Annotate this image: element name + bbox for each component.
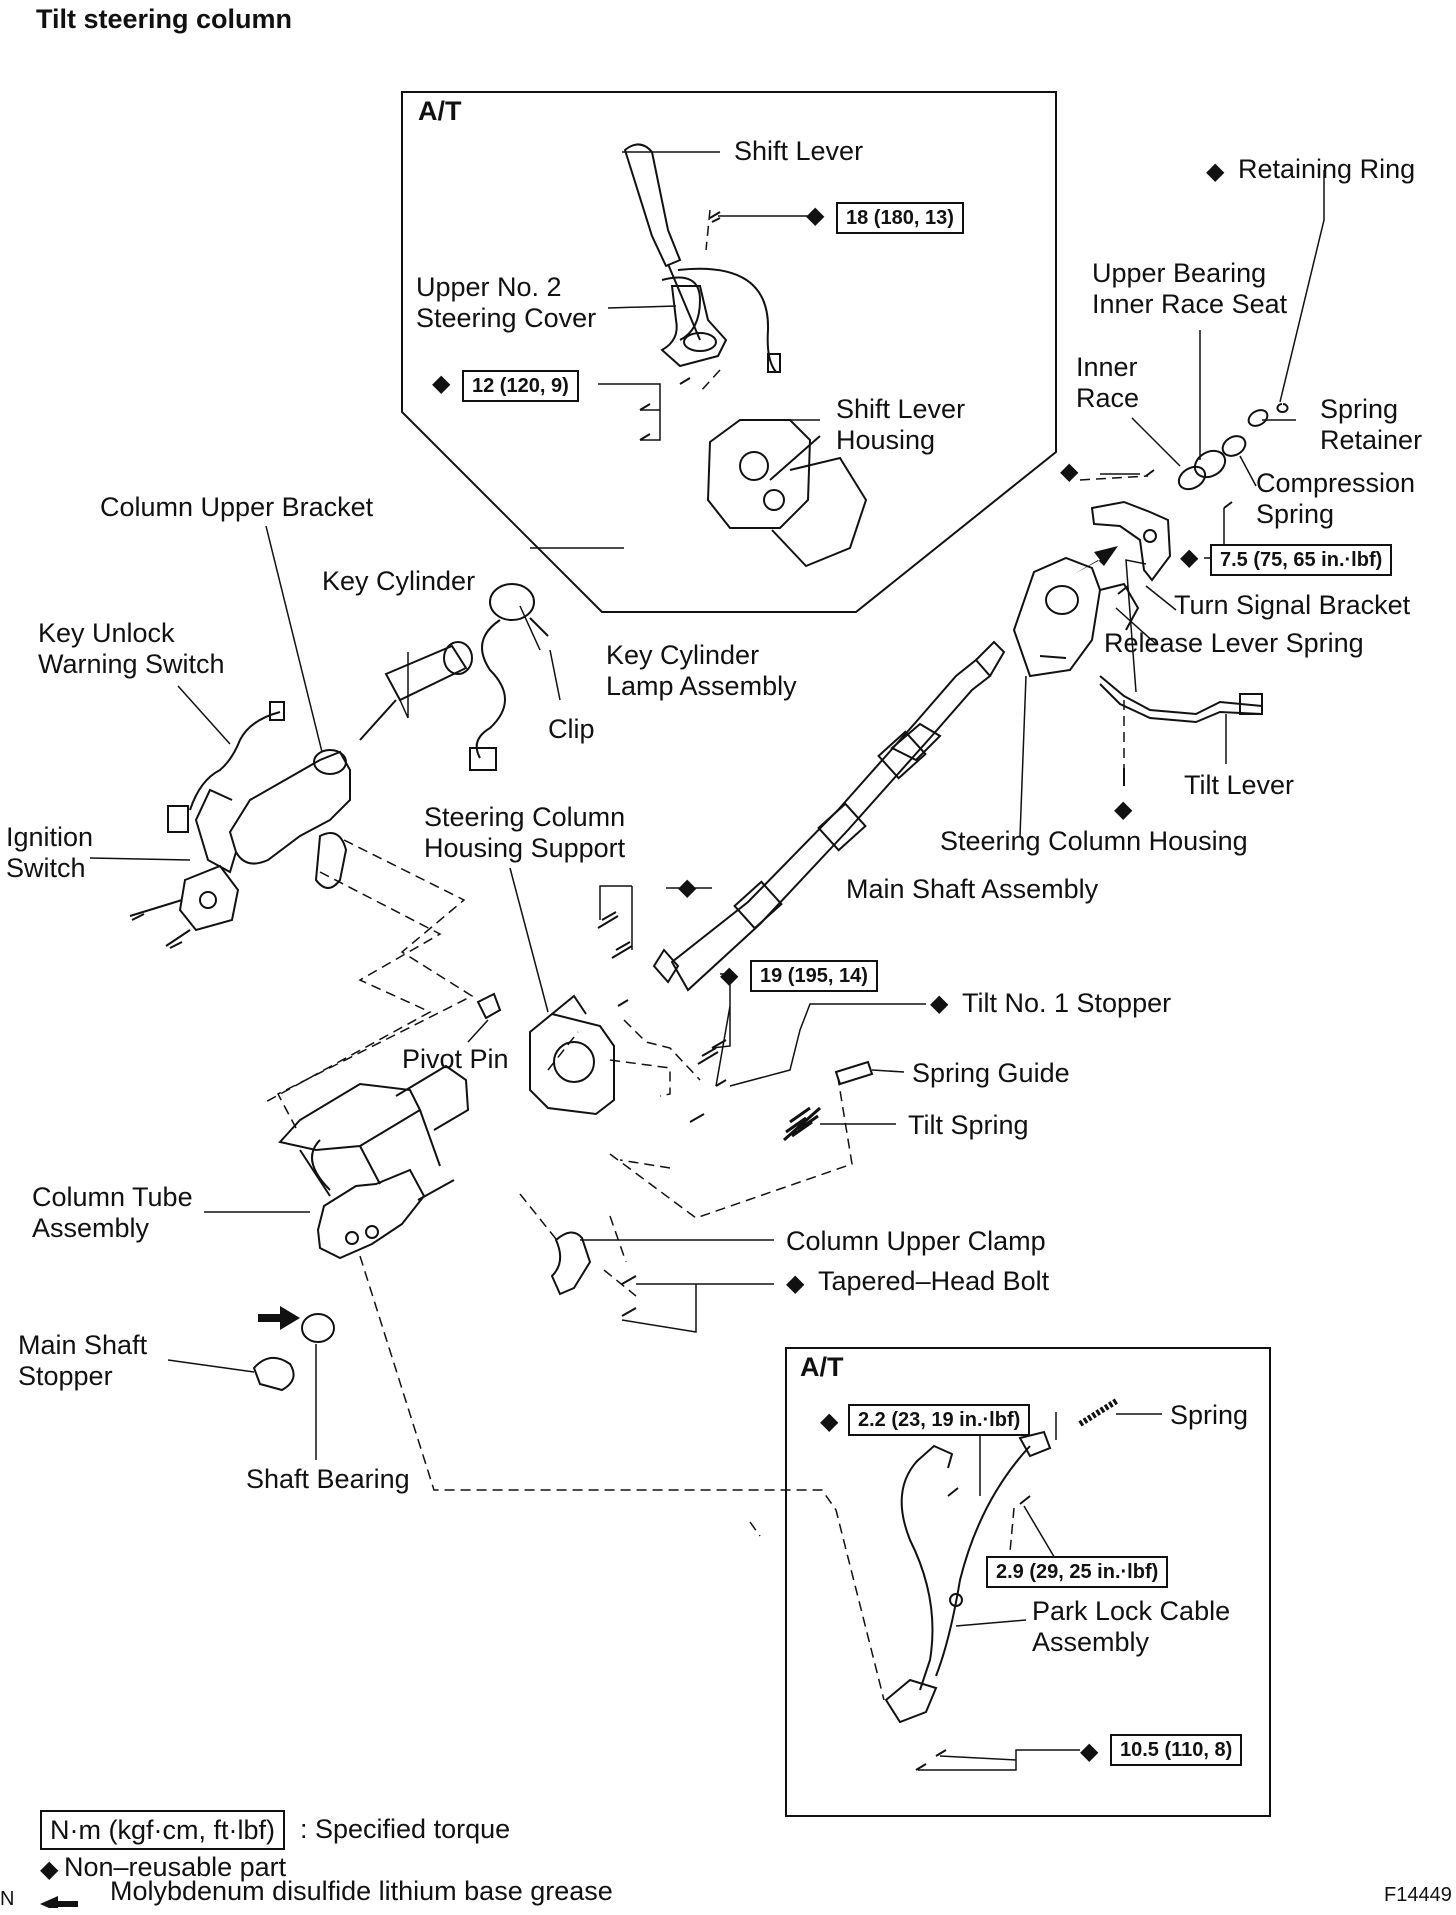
diamond-t12-icon: ◆ (432, 370, 451, 397)
label-turn-signal-bracket: Turn Signal Bracket (1174, 590, 1411, 620)
label-ignition-switch: Ignition Switch (6, 822, 94, 883)
diamond-t19-icon: ◆ (720, 962, 739, 989)
label-tilt-lever: Tilt Lever (1184, 770, 1295, 800)
spring-guide-part (834, 1060, 874, 1086)
label-spring: Spring (1170, 1400, 1249, 1430)
label-main-shaft-assembly: Main Shaft Assembly (846, 874, 1099, 904)
housing-support-part (529, 994, 615, 1116)
key-cylinder-lamp-part (469, 583, 549, 771)
diamond-tilt-stopper-icon: ◆ (930, 990, 949, 1017)
label-park-lock-cable: Park Lock Cable Assembly (1032, 1596, 1231, 1657)
at-inset-top-outline (401, 91, 1057, 613)
upper-no2-cover-part (660, 285, 728, 368)
grease-arrows (40, 546, 1118, 1908)
legend-torque-box: N·m (kgf·cm, ft·lbf) (40, 1810, 285, 1850)
column-tube-part (278, 1064, 470, 1260)
tilt-spring-part (783, 1106, 821, 1142)
label-steering-column-housing: Steering Column Housing (940, 826, 1248, 856)
torque-10-5: 10.5 (110, 8) (1110, 1734, 1243, 1766)
shaft-bearing-part (301, 1313, 335, 1343)
diamond-housing-bolt-icon: ◆ (678, 874, 697, 901)
label-upper-bearing-seat: Upper Bearing Inner Race Seat (1092, 258, 1288, 319)
main-shaft-stopper-part (252, 1357, 295, 1392)
torque-2-9: 2.9 (29, 25 in.·lbf) (986, 1556, 1169, 1588)
label-upper-no2-cover: Upper No. 2 Steering Cover (416, 272, 597, 333)
legend-torque-text: : Specified torque (300, 1814, 511, 1844)
corner-letter: N (0, 1888, 15, 1910)
park-lock-spring-part (1078, 1397, 1120, 1427)
torque-2-2: 2.2 (23, 19 in.·lbf) (848, 1404, 1031, 1436)
label-key-cylinder-lamp: Key Cylinder Lamp Assembly (606, 640, 797, 701)
diamond-t105-icon: ◆ (1080, 1738, 1099, 1765)
label-shift-lever: Shift Lever (734, 136, 864, 166)
legend-diamond-icon: ◆ (40, 1856, 59, 1883)
main-shaft-part (652, 640, 1006, 992)
shift-lever-part (623, 143, 781, 373)
label-pivot-pin: Pivot Pin (402, 1044, 509, 1074)
diamond-inner-race-bolt-icon: ◆ (1060, 458, 1079, 485)
column-upper-clamp-part (550, 1231, 592, 1296)
diamond-t75-icon: ◆ (1180, 544, 1199, 571)
label-key-unlock-switch: Key Unlock Warning Switch (38, 618, 225, 679)
label-spring-retainer: Spring Retainer (1320, 394, 1423, 455)
dashed-alignment-lines (261, 209, 1149, 1701)
label-key-cylinder: Key Cylinder (322, 566, 476, 596)
legend-nonreusable: Non–reusable part (64, 1852, 287, 1882)
ignition-switch-part (129, 864, 240, 947)
label-tilt-spring: Tilt Spring (908, 1110, 1029, 1140)
diamond-t18-icon: ◆ (806, 202, 825, 229)
steering-column-housing-part (1012, 556, 1140, 678)
park-lock-cable-part (884, 1430, 1052, 1724)
label-main-shaft-stopper: Main Shaft Stopper (18, 1330, 148, 1391)
label-spring-guide: Spring Guide (912, 1058, 1070, 1088)
diamond-retaining-ring-icon: ◆ (1206, 158, 1225, 185)
label-column-upper-bracket: Column Upper Bracket (100, 492, 374, 522)
label-shift-lever-housing: Shift Lever Housing (836, 394, 966, 455)
shift-lever-housing-part (706, 419, 868, 568)
at-inset-bottom-label: A/T (800, 1352, 844, 1382)
figure-code: F14449 (1384, 1884, 1452, 1906)
label-inner-race: Inner Race (1076, 352, 1140, 413)
torque-7-5: 7.5 (75, 65 in.·lbf) (1210, 544, 1393, 576)
label-shaft-bearing: Shaft Bearing (246, 1464, 410, 1494)
at-inset-top-label: A/T (418, 96, 462, 126)
label-column-upper-clamp: Column Upper Clamp (786, 1226, 1046, 1256)
label-compression-spring: Compression Spring (1256, 468, 1416, 529)
label-tapered-head-bolt: Tapered–Head Bolt (818, 1266, 1050, 1296)
torque-12: 12 (120, 9) (462, 370, 579, 402)
legend-grease: Molybdenum disulfide lithium base grease (110, 1876, 613, 1906)
diamond-t22-icon: ◆ (820, 1408, 839, 1435)
torque-19: 19 (195, 14) (750, 960, 878, 992)
torque-18: 18 (180, 13) (836, 202, 964, 234)
label-tilt-no1-stopper: Tilt No. 1 Stopper (962, 988, 1172, 1018)
pivot-pin-part (476, 992, 502, 1020)
label-housing-support: Steering Column Housing Support (424, 802, 626, 863)
label-release-lever-spring: Release Lever Spring (1104, 628, 1364, 658)
leader-lines (89, 151, 1325, 1771)
label-clip: Clip (548, 714, 595, 744)
diamond-tilt-lever-bolt-icon: ◆ (1114, 796, 1133, 823)
column-upper-bracket-part (194, 749, 351, 889)
page-title: Tilt steering column (36, 4, 293, 34)
key-cylinder-part (359, 641, 473, 741)
label-retaining-ring: Retaining Ring (1238, 154, 1416, 184)
bearing-parts (1177, 403, 1289, 491)
diamond-tapered-bolt-icon: ◆ (786, 1270, 805, 1297)
at-inset-bottom-outline (785, 1347, 1271, 1817)
key-unlock-switch-part (167, 701, 285, 833)
turn-signal-bracket-part (1090, 500, 1172, 582)
label-column-tube-assembly: Column Tube Assembly (32, 1182, 193, 1243)
tilt-lever-part (1099, 675, 1263, 724)
